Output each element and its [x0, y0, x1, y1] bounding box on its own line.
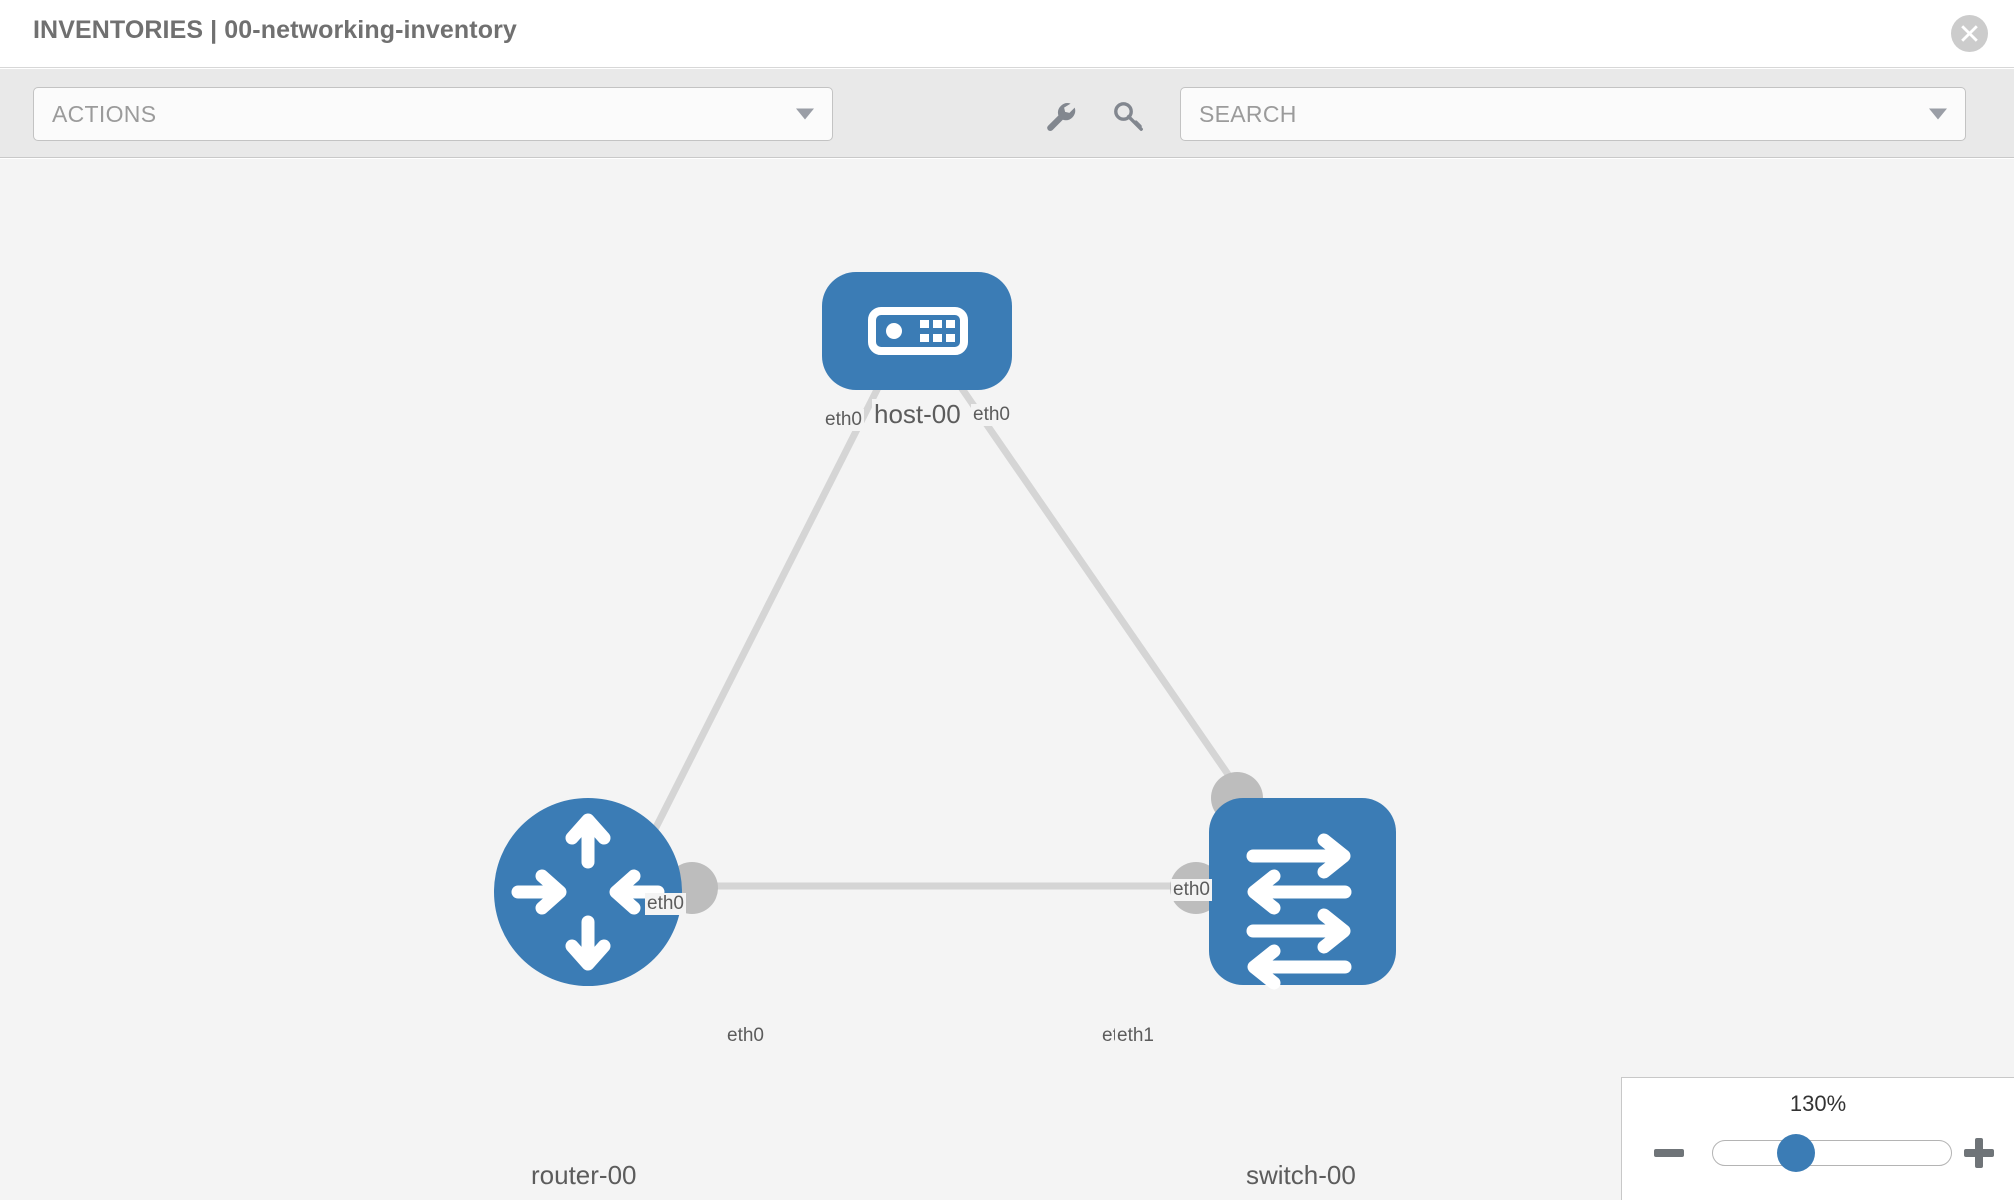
topology-graph	[494, 272, 1396, 990]
search-input[interactable]: SEARCH	[1180, 87, 1966, 141]
key-icon	[1114, 102, 1143, 131]
minus-icon	[1654, 1149, 1684, 1157]
actions-dropdown-label: ACTIONS	[52, 101, 157, 127]
iface-label-switch-eth1-trunk: eth1	[1115, 1025, 1156, 1047]
node-switch-00[interactable]	[1209, 798, 1396, 990]
server-icon	[868, 307, 968, 355]
credentials-key-button[interactable]	[1109, 97, 1147, 135]
node-router-00[interactable]	[494, 798, 682, 986]
chevron-down-icon	[796, 108, 814, 120]
iface-label-host-eth0-left: eth0	[823, 409, 864, 431]
toolbar: ACTIONS SEARCH	[0, 69, 2014, 158]
zoom-slider-track[interactable]	[1712, 1140, 1952, 1166]
iface-label-switch-eth0-uplink: eth0	[1171, 879, 1212, 901]
chevron-down-icon	[1929, 108, 1947, 120]
iface-label-router-eth0-trunk: eth0	[725, 1025, 766, 1047]
zoom-in-button[interactable]	[1962, 1130, 1996, 1176]
node-host-00[interactable]	[822, 272, 1012, 390]
switch-arrows-icon	[1246, 833, 1352, 990]
close-button[interactable]	[1951, 15, 1988, 52]
iface-label-host-eth0-right: eth0	[971, 404, 1012, 426]
iface-label-router-eth0-uplink: eth0	[645, 893, 686, 915]
link-host-switch[interactable]	[942, 362, 1248, 801]
zoom-out-button[interactable]	[1652, 1130, 1686, 1176]
wrench-icon	[1047, 103, 1076, 132]
router-arrows-icon	[511, 813, 665, 971]
close-icon	[1961, 25, 1978, 42]
search-input-placeholder: SEARCH	[1199, 101, 1297, 127]
zoom-level-value: 130%	[1789, 1091, 1847, 1116]
zoom-slider-row	[1622, 1130, 2014, 1176]
node-label-switch-00: switch-00	[1244, 1160, 1358, 1191]
zoom-control-panel: 130%	[1621, 1077, 2014, 1200]
link-host-router[interactable]	[636, 362, 894, 861]
topology-canvas[interactable]: host-00 router-00 switch-00 eth0 eth0 et…	[0, 159, 2014, 1200]
node-label-host-00: host-00	[872, 399, 963, 430]
plus-icon	[1964, 1138, 1994, 1168]
node-label-router-00: router-00	[529, 1160, 639, 1191]
settings-wrench-button[interactable]	[1041, 97, 1079, 135]
actions-dropdown[interactable]: ACTIONS	[33, 87, 833, 141]
page-header: INVENTORIES | 00-networking-inventory	[0, 0, 2014, 68]
page-title: INVENTORIES | 00-networking-inventory	[33, 16, 517, 44]
zoom-slider-thumb[interactable]	[1777, 1134, 1815, 1172]
